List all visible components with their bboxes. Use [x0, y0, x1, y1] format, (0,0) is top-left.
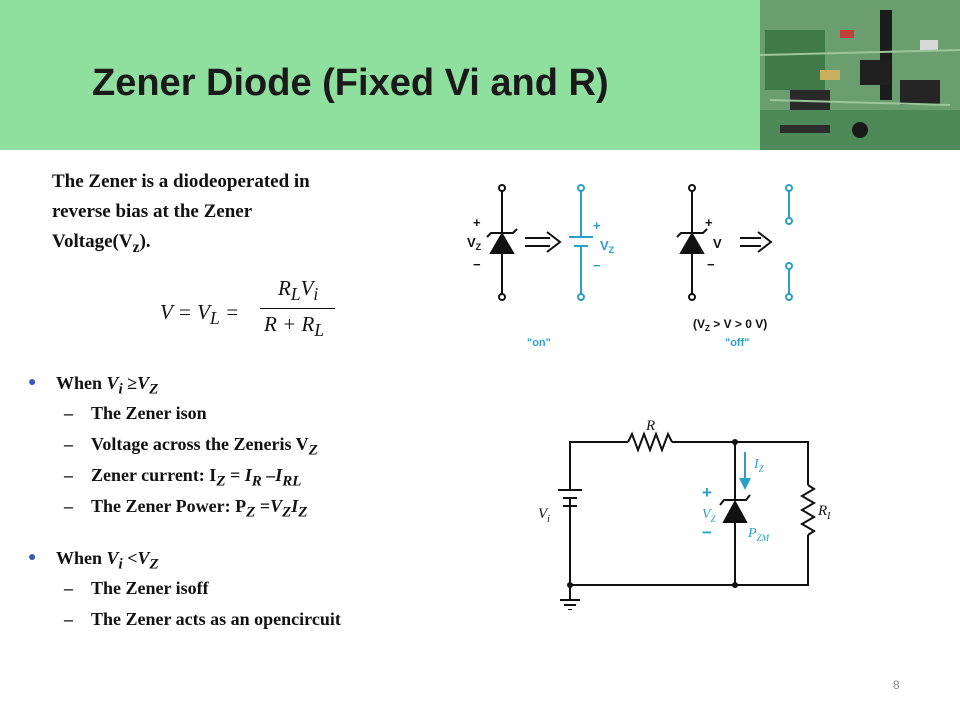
bullet-dot-icon: ● — [28, 550, 37, 565]
zener-regulator-circuit: R Vi RL IZ VZ PZM + − — [538, 418, 830, 610]
svg-text:−: − — [473, 257, 481, 272]
svg-text:VZ: VZ — [467, 235, 482, 252]
svg-text:+: + — [705, 215, 713, 230]
svg-text:RL: RL — [817, 503, 830, 522]
svg-text:(VZ > V > 0 V): (VZ > V > 0 V) — [693, 317, 767, 333]
svg-text:V: V — [713, 236, 722, 251]
page-number: 8 — [893, 678, 900, 692]
circuit-board-photo — [760, 0, 960, 150]
svg-text:IZ: IZ — [753, 457, 765, 474]
svg-text:PZM: PZM — [747, 526, 770, 543]
bullet-dot-icon: ● — [28, 375, 37, 390]
svg-text:+: + — [593, 218, 601, 233]
svg-text:VZ: VZ — [702, 507, 717, 524]
slide-title: Zener Diode (Fixed Vi and R) — [92, 62, 609, 104]
on-label: "on" — [527, 337, 551, 349]
svg-text:−: − — [593, 258, 601, 273]
diode-plus: + — [473, 215, 481, 230]
off-label: "off" — [725, 337, 749, 349]
svg-text:−: − — [702, 523, 712, 542]
svg-text:R: R — [645, 418, 655, 434]
svg-text:Vi: Vi — [538, 506, 550, 525]
svg-text:VZ: VZ — [600, 238, 615, 255]
zener-on-off-diagram: + VZ − + V − (VZ > V > 0 V) + VZ − "on" … — [467, 184, 793, 349]
svg-text:−: − — [707, 257, 715, 272]
intro-paragraph: The Zener is a diodeoperated in reverse … — [52, 171, 310, 256]
svg-text:+: + — [702, 483, 712, 502]
